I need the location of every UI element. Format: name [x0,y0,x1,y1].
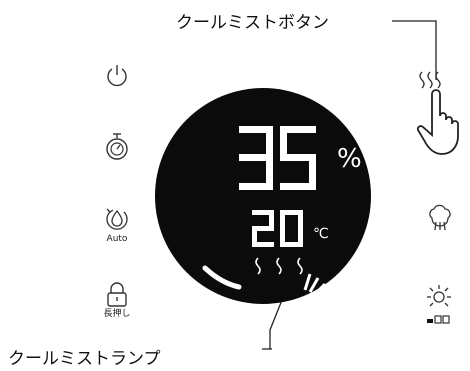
display-panel: % ℃ 35 20 [155,88,371,304]
level-arc [202,265,242,290]
humidity-unit: % [337,144,362,174]
cool-mist-button[interactable] [416,70,459,162]
humidity-digit-5 [280,126,316,190]
mist-volume-button[interactable] [420,204,460,232]
temperature-unit: ℃ [313,226,329,242]
mist-volume-icon [429,204,451,231]
pointing-hand-icon [416,89,459,155]
temperature-digit-0 [280,210,303,247]
brightness-level-2 [434,315,442,324]
auto-mode-icon [106,208,128,230]
humidity-readout [202,126,327,296]
auto-mode-button[interactable]: Auto [97,203,137,244]
child-lock-label: 長押し [103,309,131,319]
timer-icon [106,133,128,160]
cool-mist-lamp-callout: クールミストランプ [8,349,161,369]
cool-mist-icon [416,71,459,155]
power-button[interactable] [97,62,137,90]
child-lock-button[interactable]: 長押し [97,282,137,319]
light-brightness-icon [427,285,451,324]
lock-icon [107,282,127,307]
timer-button[interactable] [97,132,137,162]
brightness-level-3 [442,315,450,324]
fan-level-ticks [303,273,327,296]
light-brightness-button[interactable] [419,283,459,327]
cool-mist-lamp [255,257,303,275]
temperature-digit-2 [252,210,274,247]
power-icon [107,65,127,87]
cool-mist-button-callout: クールミストボタン [176,13,329,33]
humidity-digit-3 [239,126,273,190]
brightness-level-1 [427,319,433,323]
auto-mode-label: Auto [106,234,128,244]
